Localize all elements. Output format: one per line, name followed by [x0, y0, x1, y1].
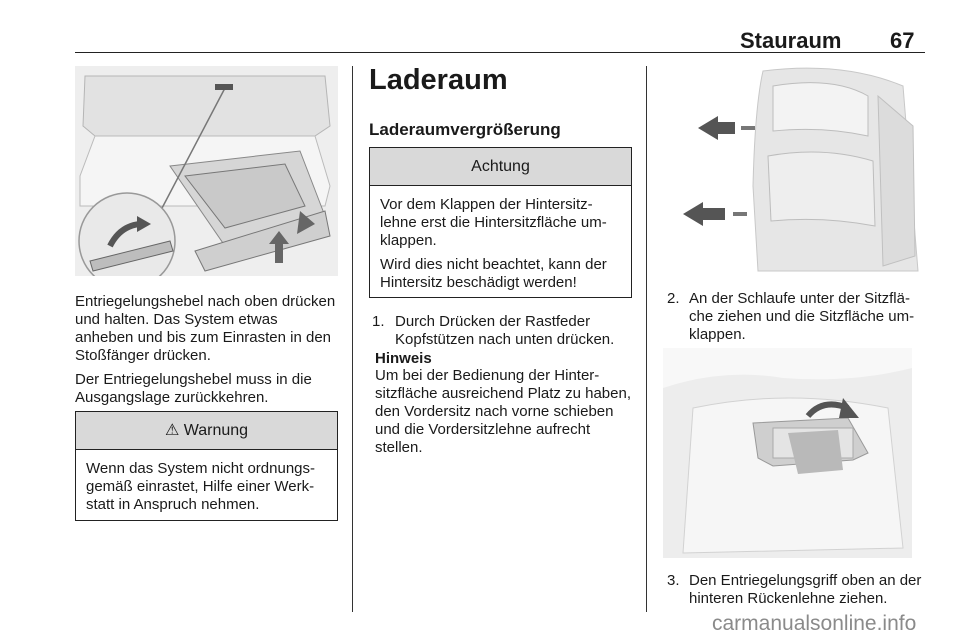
- step-number: 2.: [667, 290, 680, 307]
- warning-text: Wenn das System nicht ordnungs­gemäß ein…: [86, 460, 316, 513]
- step-3: 3. Den Entriegelungsgriff oben an der hi…: [667, 572, 929, 608]
- step-text: Durch Drücken der Rastfeder Kopfstützen …: [395, 313, 615, 348]
- note-block: Hinweis Um bei der Bedienung der Hinter­…: [375, 350, 637, 457]
- seat-cushion-illustration: [663, 348, 912, 558]
- page-number: 67: [890, 28, 915, 53]
- warning-icon: ⚠: [164, 422, 180, 439]
- caution-box: Achtung Vor dem Klappen der Hintersitz­l…: [369, 147, 632, 298]
- step-text: Den Entriegelungsgriff oben an der hinte…: [689, 572, 922, 607]
- caution-text: Vor dem Klappen der Hintersitz­lehne ers…: [380, 196, 607, 249]
- headrest-illustration: [663, 66, 925, 276]
- step-text: An der Schlaufe unter der Sitzflä­che zi…: [689, 290, 915, 343]
- note-title: Hinweis: [375, 350, 432, 367]
- watermark: carmanualsonline.info: [712, 612, 917, 635]
- step-number: 1.: [372, 313, 385, 330]
- warning-title: Warnung: [183, 422, 249, 439]
- warning-header: ⚠ Warnung: [76, 412, 337, 450]
- note-text: Um bei der Bedienung der Hinter­sitzfläc…: [375, 367, 631, 456]
- caution-body: Vor dem Klappen der Hintersitz­lehne ers…: [370, 186, 631, 292]
- column-divider-2: [646, 66, 647, 612]
- paragraph: Entriegelungshebel nach oben drücken und…: [75, 293, 336, 364]
- section-title: Stauraum: [740, 28, 842, 53]
- step-1: 1. Durch Drücken der Rastfeder Kopfstütz…: [372, 313, 634, 349]
- column-divider-1: [352, 66, 353, 612]
- subsection-heading: Laderaumvergrößerung: [369, 120, 561, 139]
- bumper-release-illustration: [75, 66, 338, 276]
- left-text-block: Entriegelungshebel nach oben drücken und…: [75, 293, 338, 413]
- warning-body: Wenn das System nicht ordnungs­gemäß ein…: [76, 450, 337, 514]
- caution-text: Wird dies nicht beachtet, kann der Hinte…: [380, 256, 607, 291]
- caution-title: Achtung: [370, 148, 631, 186]
- section-heading: Laderaum: [369, 64, 508, 96]
- step-number: 3.: [667, 572, 680, 589]
- paragraph: Der Entriegelungshebel muss in die Ausga…: [75, 371, 312, 406]
- header-rule: [75, 52, 925, 53]
- step-2: 2. An der Schlaufe unter der Sitzflä­che…: [667, 290, 929, 344]
- warning-box: ⚠ Warnung Wenn das System nicht ordnungs…: [75, 411, 338, 521]
